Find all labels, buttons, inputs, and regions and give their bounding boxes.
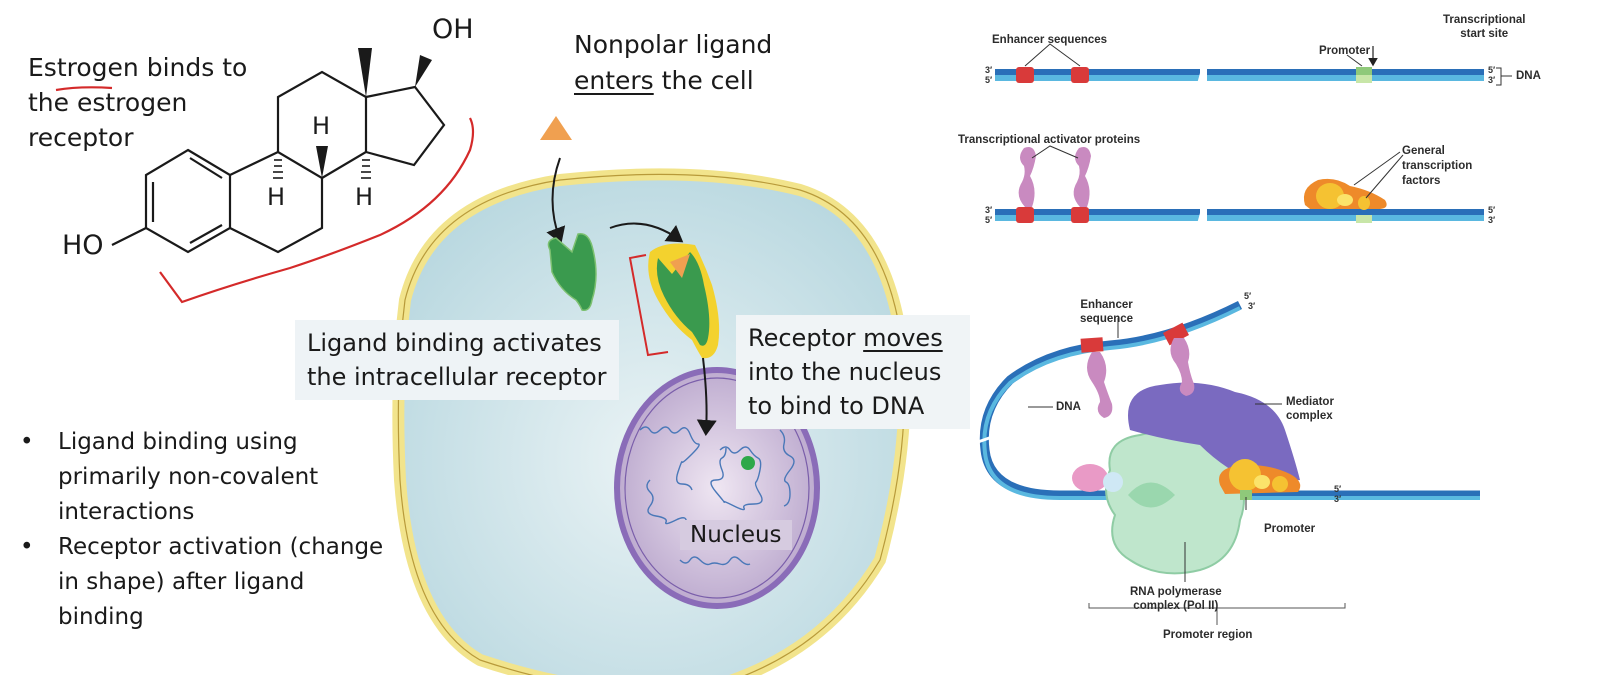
promoter-label-bottom: Promoter <box>1264 523 1316 535</box>
nonpolar-caption-line2-rest: the cell <box>653 66 754 95</box>
estrogen-caption-line1-rest: binds to <box>138 53 248 82</box>
activator-proteins-label: Transcriptional activator proteins <box>958 134 1141 146</box>
h-wedge <box>316 146 328 178</box>
red-underline-annotation <box>55 86 113 92</box>
gtf-label-line3: factors <box>1402 175 1441 187</box>
rna-polymerase-label: RNA polymerase complex (Pol II) <box>1130 585 1222 613</box>
enhancer-sequence-label: Enhancer sequence <box>1080 298 1133 326</box>
arrow-enter <box>546 157 566 244</box>
enhancer-sequence-label-line1: Enhancer <box>1080 299 1133 311</box>
mediator-shape <box>1128 382 1300 485</box>
strand-end: 5′ <box>1244 291 1252 301</box>
red-bracket-receptor <box>628 254 669 357</box>
dna-label-top: DNA <box>1516 70 1541 82</box>
strand-end: 5′ <box>1488 65 1496 75</box>
strand-end: 5′ <box>985 75 993 85</box>
strand-end: 3′ <box>985 65 993 75</box>
strand-end: 3′ <box>985 205 993 215</box>
nucleus-label: Nucleus <box>680 520 792 550</box>
gtf-label-line2: transcription <box>1402 160 1473 172</box>
dna-diagram-middle <box>995 145 1484 227</box>
enhancer-sequence-label-line2: sequence <box>1080 313 1134 325</box>
bullet-list: Ligand binding using primarily non-coval… <box>20 425 390 635</box>
mediator-label-line2: complex <box>1286 410 1333 422</box>
moves-word: moves <box>863 324 943 352</box>
ligand-binding-box: Ligand binding activates the intracellul… <box>295 320 619 400</box>
receptor-moves-box: Receptor moves into the nucleus to bind … <box>736 315 970 429</box>
oh-wedge <box>415 55 432 87</box>
cell-membrane-outline <box>397 173 906 675</box>
tss-label: Transcriptional start site <box>1443 13 1525 41</box>
gtf-label-line1: General <box>1402 145 1445 157</box>
enhancer-sequences-label: Enhancer sequences <box>992 34 1108 46</box>
receptor-box-line3: to bind to DNA <box>748 392 925 420</box>
polymerase-label-line1: RNA polymerase <box>1130 586 1222 598</box>
nonpolar-caption-line1: Nonpolar ligand <box>574 30 773 59</box>
strand-end: 3′ <box>1248 301 1256 311</box>
dna-diagram-bottom <box>974 300 1480 625</box>
estrogen-caption-line2: the estrogen <box>28 88 188 117</box>
receptor-box-line2: into the nucleus <box>748 358 942 386</box>
ligand-triangle <box>540 116 572 140</box>
promoter-region-label: Promoter region <box>1163 629 1253 641</box>
molecule-label-h-mid-right: H <box>355 183 374 211</box>
hashed-bonds <box>273 159 371 179</box>
inactive-receptor <box>547 233 597 312</box>
ligand-binding-line2: the intracellular receptor <box>307 363 607 391</box>
methyl-wedge <box>358 48 372 97</box>
bullet-item: Receptor activation (change in shape) af… <box>20 530 390 635</box>
tss-label-line2: start site <box>1460 28 1509 40</box>
estrogen-caption-line3: receptor <box>28 123 134 152</box>
bullet-item: Ligand binding using primarily non-coval… <box>20 425 390 530</box>
promoter-label-top: Promoter <box>1319 45 1371 57</box>
nonpolar-ligand-caption: Nonpolar ligand enters the cell <box>574 27 772 99</box>
strand-end: 3′ <box>1488 75 1496 85</box>
estrogen-caption: Estrogen binds to the estrogen receptor <box>28 50 247 155</box>
strand-end: 5′ <box>985 215 993 225</box>
enters-word: enters <box>574 66 654 95</box>
dna-diagram-top <box>995 43 1512 87</box>
receptor-word: Receptor <box>748 324 864 352</box>
molecule-label-ho-left: HO <box>62 230 104 261</box>
strand-end: 5′ <box>1488 205 1496 215</box>
dna-label-bottom: DNA <box>1056 401 1081 413</box>
molecule-label-h-mid-left: H <box>267 183 286 211</box>
strand-end: 3′ <box>1488 215 1496 225</box>
gtf-label: General transcription factors <box>1402 144 1472 189</box>
estrogen-word: Estrogen <box>28 53 139 82</box>
arrow-activate <box>609 222 684 243</box>
mediator-label-line1: Mediator <box>1286 396 1334 408</box>
strand-end: 3′ <box>1334 494 1342 504</box>
arrow-to-nucleus <box>696 357 717 436</box>
molecule-label-h-top: H <box>312 112 331 140</box>
bound-ligand <box>670 254 690 278</box>
polymerase-label-line2: complex (Pol II) <box>1133 600 1219 612</box>
tss-label-line1: Transcriptional <box>1443 14 1526 26</box>
ligand-binding-line1: Ligand binding activates <box>307 329 602 357</box>
strand-end: 5′ <box>1334 484 1342 494</box>
estradiol-molecule <box>111 70 446 254</box>
red-bracket-annotation <box>159 117 475 304</box>
mediator-complex-label: Mediator complex <box>1286 395 1334 423</box>
receptor-dna-bound <box>741 456 755 470</box>
molecule-label-oh-top: OH <box>432 14 474 45</box>
activated-receptor <box>656 252 710 346</box>
